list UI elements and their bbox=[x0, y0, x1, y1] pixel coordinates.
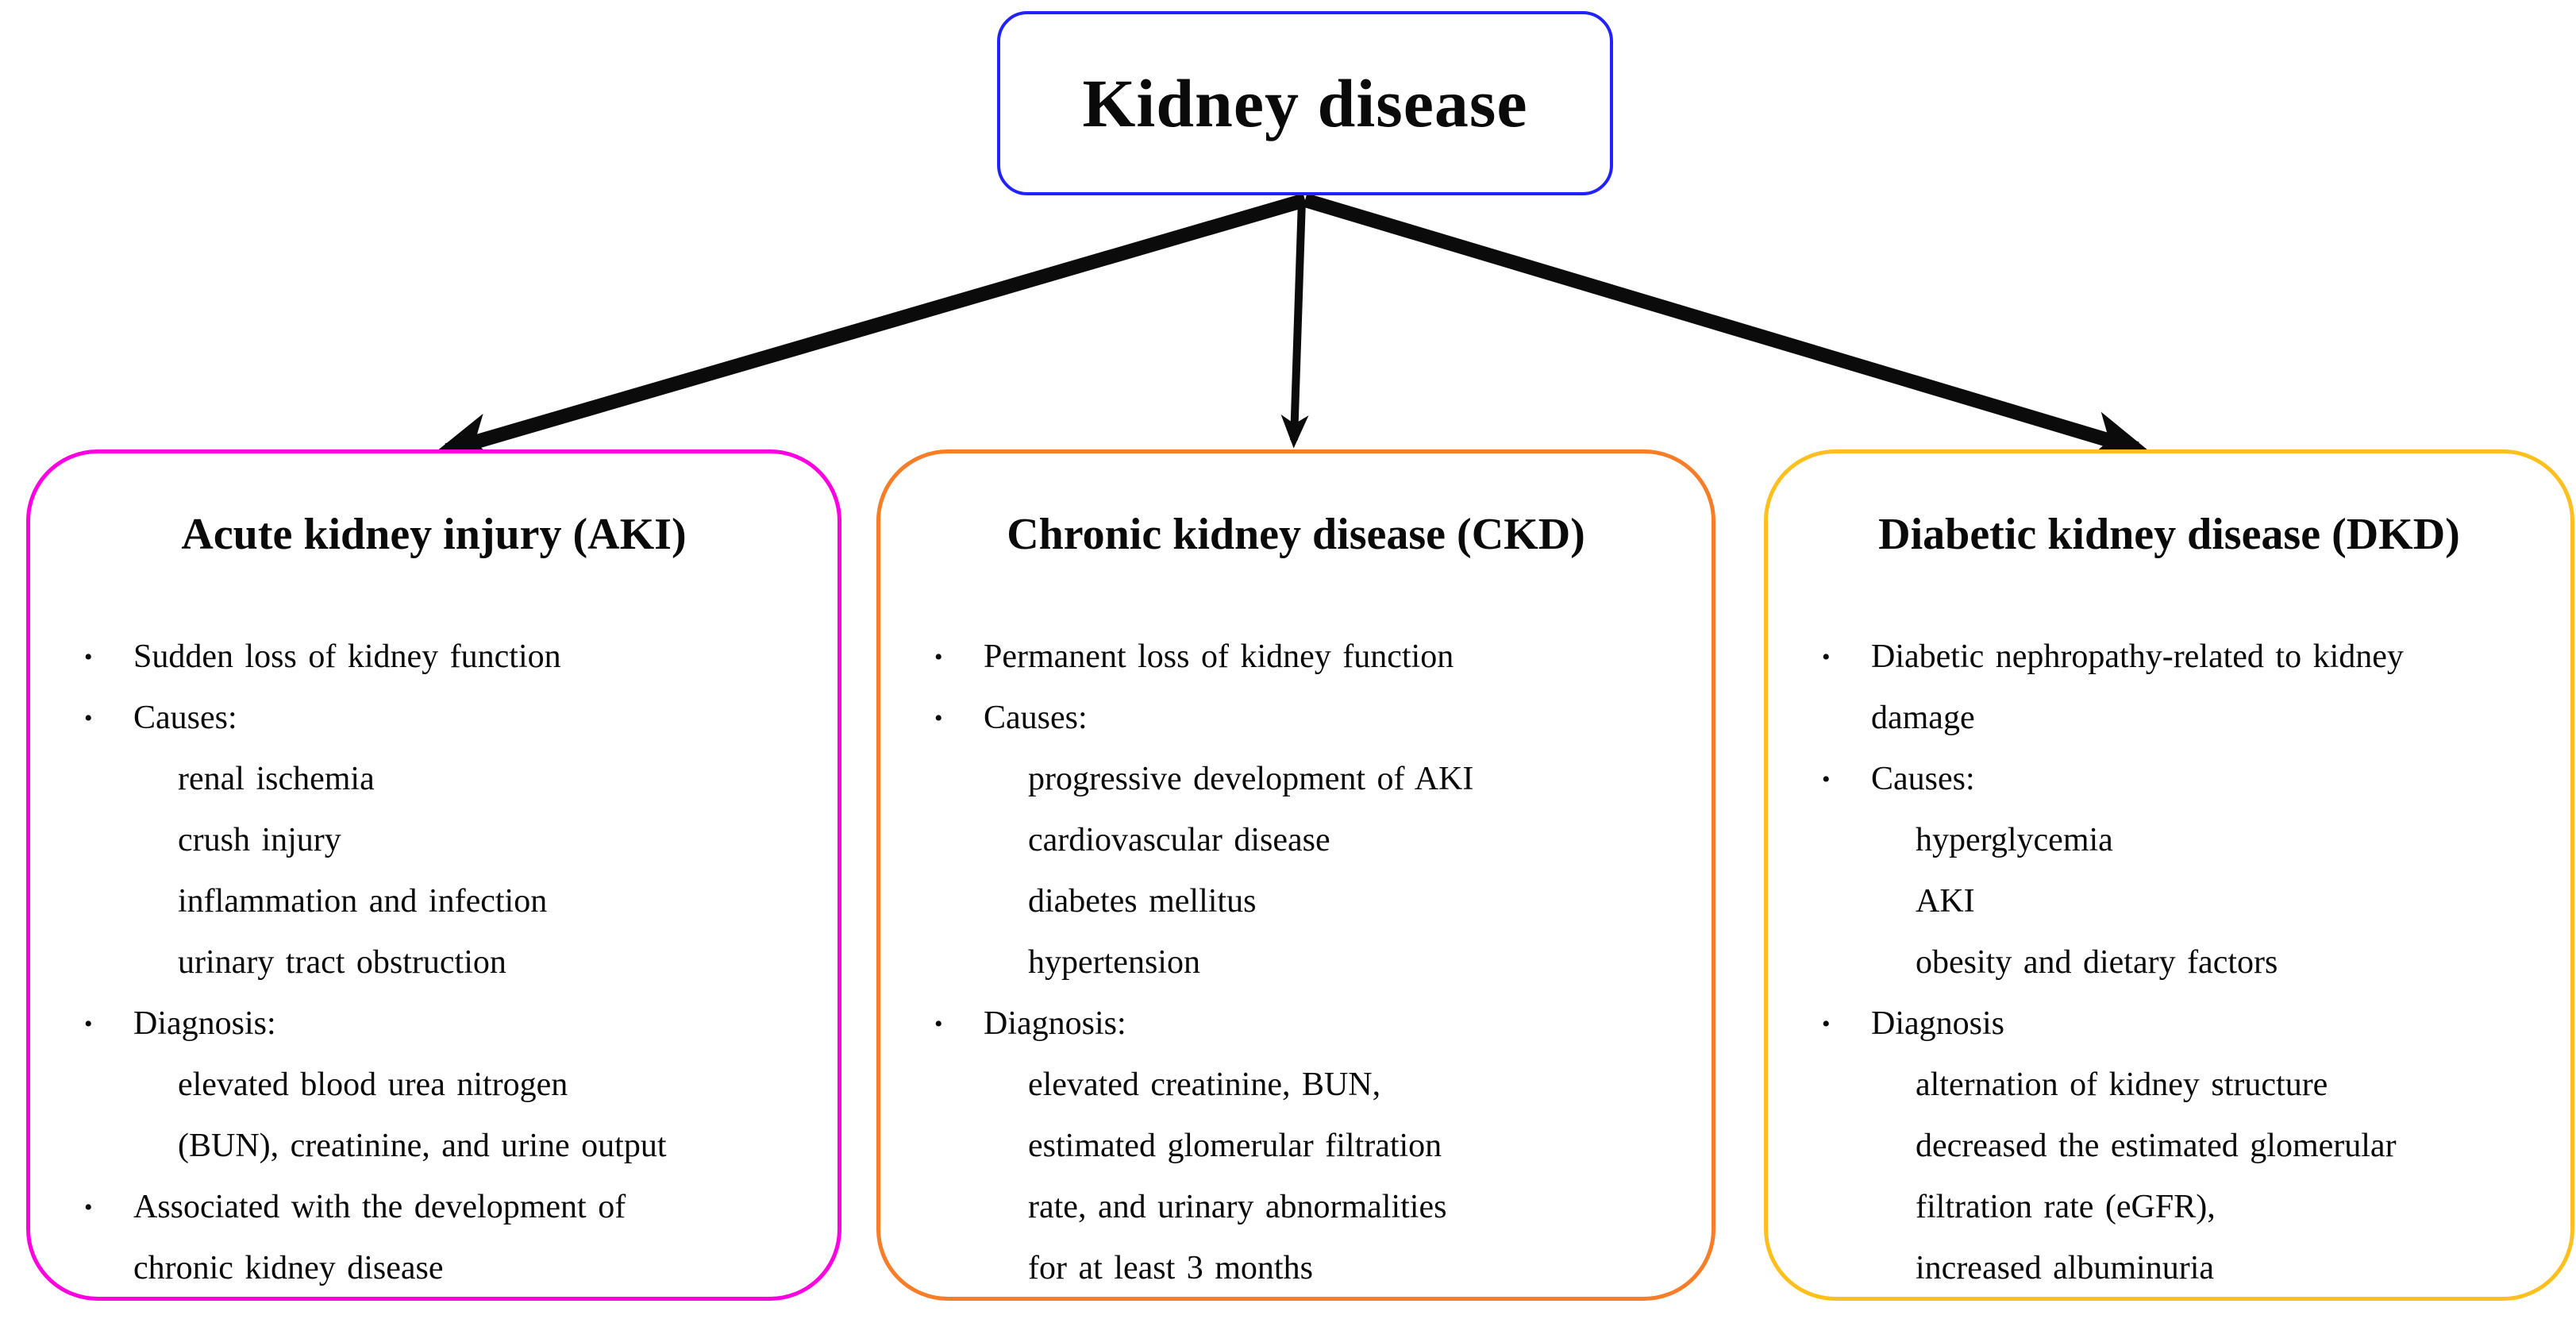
list-item: filtration rate (eGFR), bbox=[1768, 1177, 2570, 1238]
branch-header: Chronic kidney disease (CKD) bbox=[1007, 510, 1585, 559]
bullet-icon: • bbox=[934, 1011, 943, 1037]
list-item: progressive development of AKI bbox=[880, 749, 1712, 810]
list-item: • Causes: bbox=[30, 688, 837, 749]
list-item-text: estimated glomerular filtration bbox=[1028, 1128, 1442, 1164]
branch-header: Acute kidney injury (AKI) bbox=[181, 510, 687, 559]
bullet-icon: • bbox=[84, 1011, 93, 1037]
list-item: • Causes: bbox=[1768, 749, 2570, 810]
list-item: • Associated with the development of bbox=[30, 1177, 837, 1238]
arrow-to-ckd bbox=[1280, 199, 1309, 449]
bullet-icon: • bbox=[84, 705, 93, 731]
bullet-icon: • bbox=[84, 644, 93, 670]
branch-item-list: • Diabetic nephropathy-related to kidney d… bbox=[1768, 627, 2570, 1299]
list-item-text: crush injury bbox=[178, 822, 341, 858]
list-item: chronic kidney disease bbox=[30, 1238, 837, 1299]
list-item-text: progressive development of AKI bbox=[1028, 761, 1474, 797]
list-item-text: Associated with the development of bbox=[133, 1189, 626, 1225]
list-item: rate, and urinary abnormalities bbox=[880, 1177, 1712, 1238]
list-item-text: alternation of kidney structure bbox=[1916, 1066, 2328, 1103]
list-item-text: rate, and urinary abnormalities bbox=[1028, 1189, 1447, 1225]
list-item-text: elevated blood urea nitrogen bbox=[178, 1066, 568, 1103]
list-item-text: Permanent loss of kidney function bbox=[984, 638, 1454, 675]
list-item: • Diagnosis: bbox=[30, 993, 837, 1055]
list-item-text: inflammation and infection bbox=[178, 883, 548, 920]
list-item-text: Diabetic nephropathy-related to kidney bbox=[1871, 638, 2404, 675]
bullet-icon: • bbox=[84, 1194, 93, 1221]
list-item-text: for at least 3 months bbox=[1028, 1250, 1313, 1286]
branch-item-list: • Sudden loss of kidney function • Causes: r… bbox=[30, 627, 837, 1299]
branch-header: Diabetic kidney disease (DKD) bbox=[1878, 510, 2460, 559]
branch-item-list: • Permanent loss of kidney function • Cause… bbox=[880, 627, 1712, 1299]
list-item: AKI bbox=[1768, 871, 2570, 932]
list-item-text: urinary tract obstruction bbox=[178, 944, 506, 981]
list-item: diabetes mellitus bbox=[880, 871, 1712, 932]
list-item-text: Diagnosis: bbox=[984, 1005, 1126, 1042]
list-item: elevated blood urea nitrogen bbox=[30, 1055, 837, 1116]
list-item-text: obesity and dietary factors bbox=[1916, 944, 2278, 981]
list-item-text: increased albuminuria bbox=[1916, 1250, 2215, 1286]
list-item-text: decreased the estimated glomerular bbox=[1916, 1128, 2397, 1164]
list-item-text: Causes: bbox=[133, 700, 237, 736]
bullet-icon: • bbox=[934, 644, 943, 670]
list-item: decreased the estimated glomerular bbox=[1768, 1116, 2570, 1177]
list-item: obesity and dietary factors bbox=[1768, 932, 2570, 993]
list-item: • Diabetic nephropathy-related to kidney bbox=[1768, 627, 2570, 688]
list-item-text: elevated creatinine, BUN, bbox=[1028, 1066, 1381, 1103]
list-item: hypertension bbox=[880, 932, 1712, 993]
list-item-text: Diagnosis bbox=[1871, 1005, 2004, 1042]
list-item: damage bbox=[1768, 688, 2570, 749]
branch-box-diabetic-kidney-disease: Diabetic kidney disease (DKD) • Diabetic … bbox=[1764, 449, 2574, 1301]
list-item-text: Causes: bbox=[1871, 761, 1975, 797]
list-item: elevated creatinine, BUN, bbox=[880, 1055, 1712, 1116]
list-item: estimated glomerular filtration bbox=[880, 1116, 1712, 1177]
list-item: (BUN), creatinine, and urine output bbox=[30, 1116, 837, 1177]
list-item: • Sudden loss of kidney function bbox=[30, 627, 837, 688]
arrow-to-aki bbox=[432, 193, 1307, 462]
list-item-text: (BUN), creatinine, and urine output bbox=[178, 1128, 667, 1164]
list-item-text: AKI bbox=[1916, 883, 1975, 920]
list-item: alternation of kidney structure bbox=[1768, 1055, 2570, 1116]
list-item-text: hypertension bbox=[1028, 944, 1200, 981]
list-item: crush injury bbox=[30, 810, 837, 871]
list-item-text: hyperglycemia bbox=[1916, 822, 2113, 858]
list-item-text: renal ischemia bbox=[178, 761, 375, 797]
list-item: • Diagnosis: bbox=[880, 993, 1712, 1055]
branch-box-chronic-kidney-disease: Chronic kidney disease (CKD) • Permanent … bbox=[876, 449, 1715, 1301]
list-item-text: Sudden loss of kidney function bbox=[133, 638, 561, 675]
root-node-label: Kidney disease bbox=[1082, 65, 1528, 141]
list-item: • Causes: bbox=[880, 688, 1712, 749]
list-item-text: Diagnosis: bbox=[133, 1005, 276, 1042]
list-item: • Permanent loss of kidney function bbox=[880, 627, 1712, 688]
list-item-text: diabetes mellitus bbox=[1028, 883, 1257, 920]
bullet-icon: • bbox=[1822, 644, 1831, 670]
list-item: urinary tract obstruction bbox=[30, 932, 837, 993]
list-item-text: filtration rate (eGFR), bbox=[1916, 1189, 2216, 1225]
bullet-icon: • bbox=[934, 705, 943, 731]
arrow-to-dkd bbox=[1303, 193, 2152, 460]
bullet-icon: • bbox=[1822, 766, 1831, 793]
list-item: for at least 3 months bbox=[880, 1238, 1712, 1299]
list-item-text: Causes: bbox=[984, 700, 1088, 736]
list-item: increased albuminuria bbox=[1768, 1238, 2570, 1299]
root-node-kidney-disease: Kidney disease bbox=[997, 11, 1613, 195]
list-item: renal ischemia bbox=[30, 749, 837, 810]
list-item-text: chronic kidney disease bbox=[133, 1250, 444, 1286]
branch-box-acute-kidney-injury: Acute kidney injury (AKI) • Sudden loss o… bbox=[26, 449, 841, 1301]
bullet-icon: • bbox=[1822, 1011, 1831, 1037]
list-item: inflammation and infection bbox=[30, 871, 837, 932]
list-item: • Diagnosis bbox=[1768, 993, 2570, 1055]
list-item: hyperglycemia bbox=[1768, 810, 2570, 871]
list-item: cardiovascular disease bbox=[880, 810, 1712, 871]
list-item-text: damage bbox=[1871, 700, 1975, 736]
list-item-text: cardiovascular disease bbox=[1028, 822, 1330, 858]
